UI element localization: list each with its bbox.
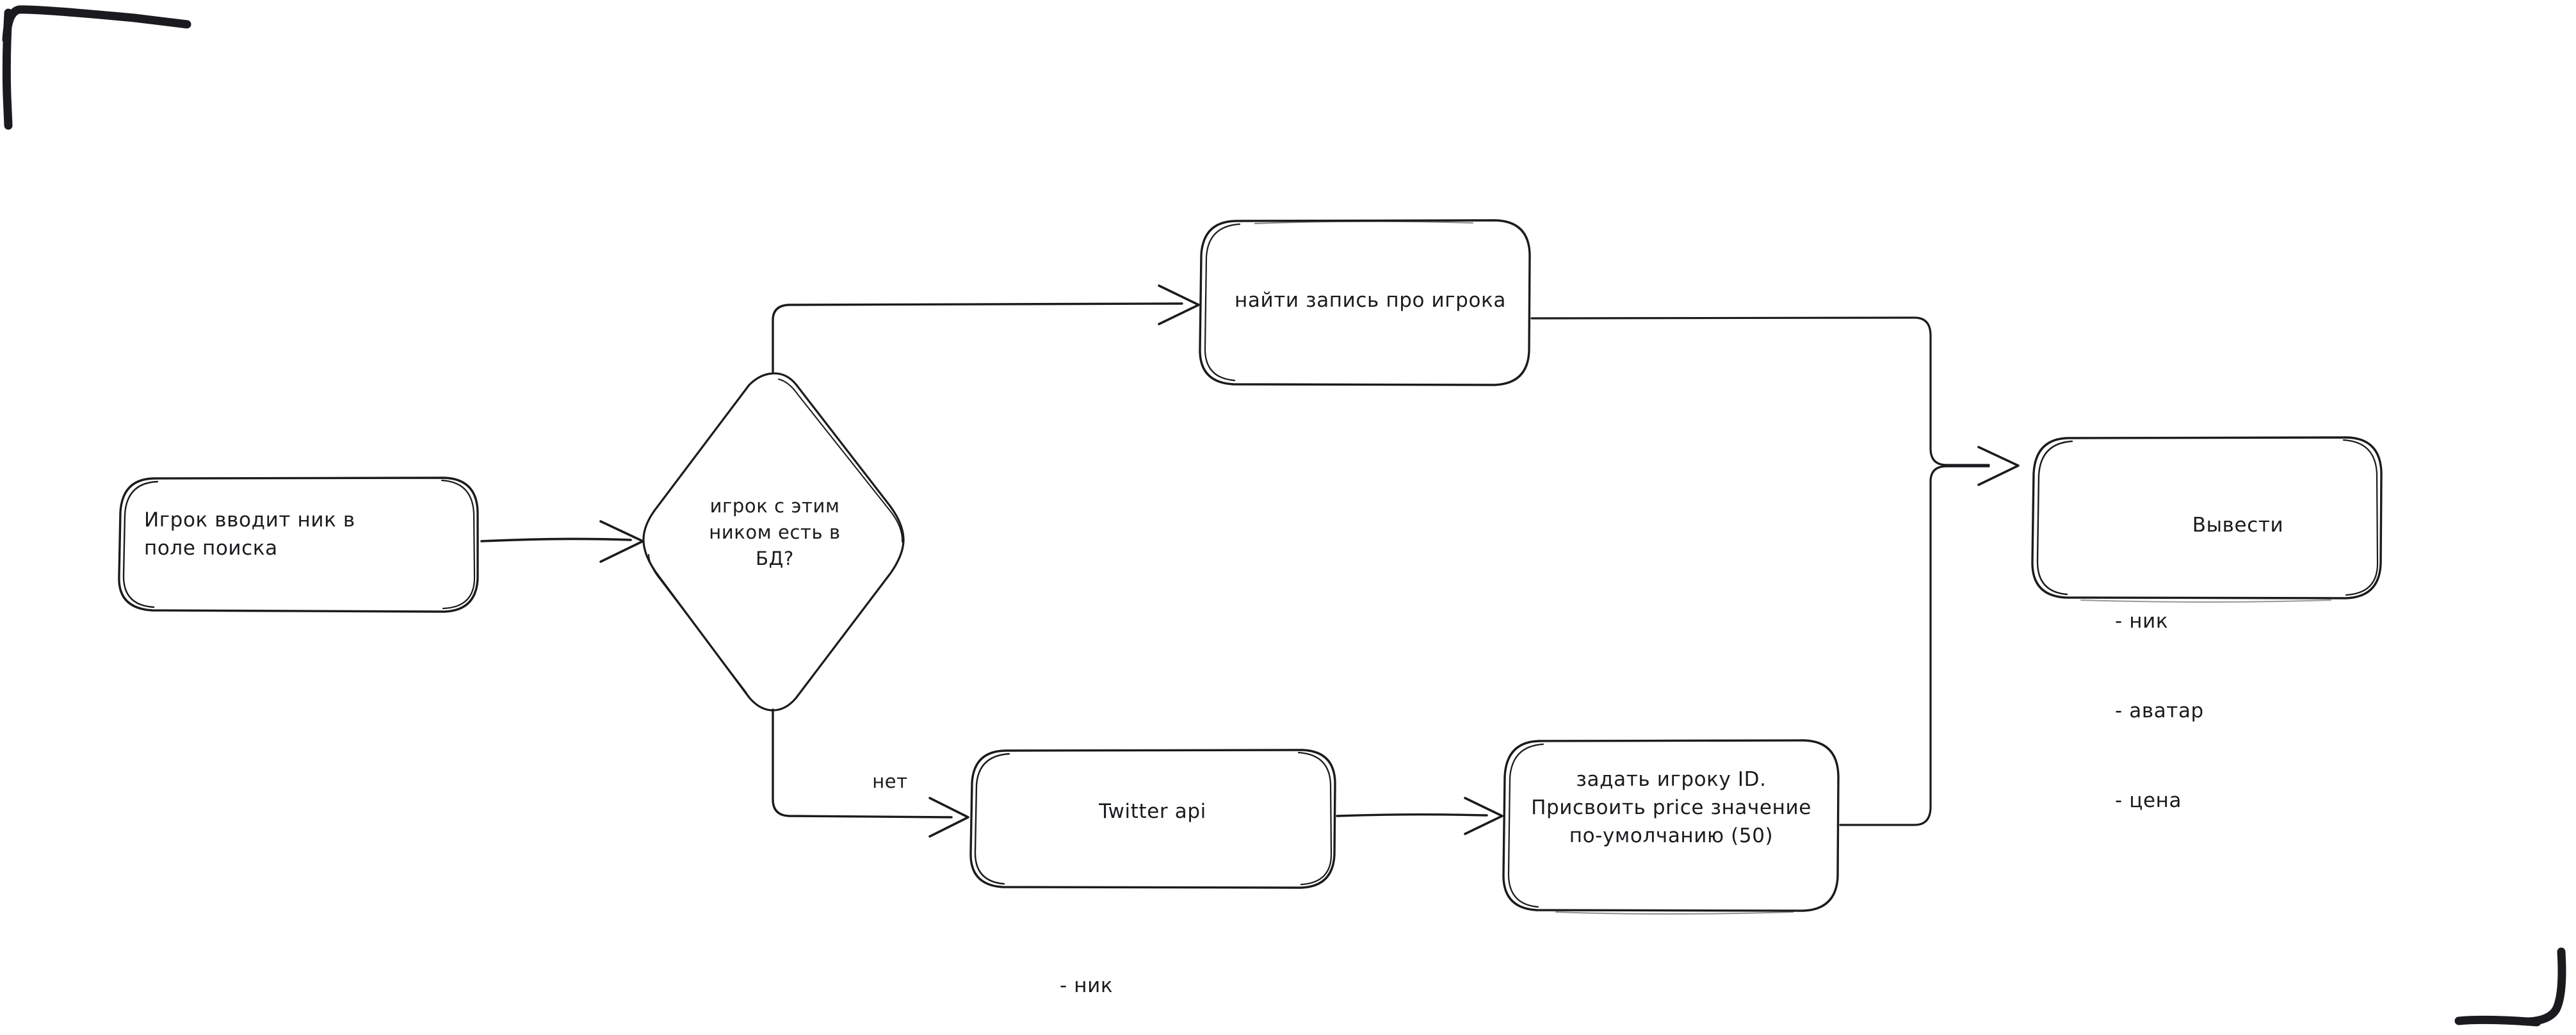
node-output-box[interactable] <box>2031 436 2383 603</box>
edge-input-to-decision <box>480 520 644 563</box>
corner-mark-top-left-horizontal <box>2 5 191 44</box>
node-assign-id-box[interactable] <box>1502 739 1840 915</box>
node-decision-diamond[interactable] <box>642 372 905 712</box>
corner-mark-bottom-right-vertical <box>2525 947 2566 1026</box>
node-input-box[interactable] <box>118 477 479 613</box>
corner-mark-top-left-vertical <box>2 8 13 130</box>
edge-twitter-to-assign-id <box>1336 797 1503 835</box>
edge-decision-to-twitter-api <box>772 708 969 838</box>
edge-decision-to-find-record <box>772 284 1200 373</box>
edge-find-record-to-output <box>1530 316 1990 466</box>
node-twitter-api-box[interactable] <box>969 749 1336 889</box>
node-find-record-box[interactable] <box>1199 219 1531 386</box>
edge-assign-id-to-output <box>1839 446 2020 826</box>
corner-mark-bottom-right-horizontal <box>2454 1015 2541 1027</box>
